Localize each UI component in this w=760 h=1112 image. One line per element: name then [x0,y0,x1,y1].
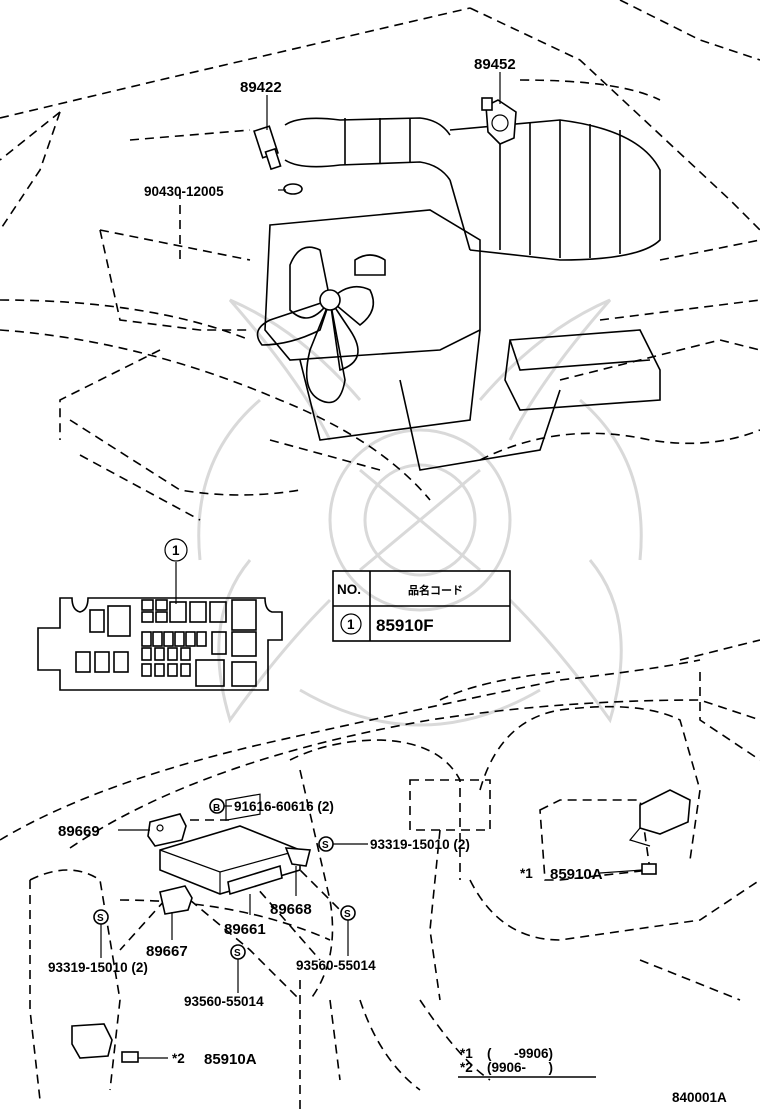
engine-leaders [266,72,501,191]
relay-85910A-upper [628,789,691,875]
mark-star-1: *1 [520,866,533,881]
air-cleaner [449,119,661,261]
washer-90430 [283,183,303,195]
svg-text:S: S [344,909,351,920]
footnote-row2-range: (9906- ) [487,1060,553,1075]
sensor-89422 [253,125,282,171]
svg-text:S: S [322,840,329,851]
label-89668: 89668 [270,901,312,918]
fuse-callout-1: 1 [164,538,188,562]
footnote-row1-mark: *1 [460,1046,473,1061]
label-85910A-upper: 85910A [550,866,603,883]
svg-text:S: S [234,948,241,959]
table-header-code: 品名コード [408,583,463,597]
label-93560-55014-right: 93560-55014 [296,958,376,973]
svg-text:B: B [213,803,220,814]
label-89669: 89669 [58,823,100,840]
fuse-box [37,562,283,691]
screw-letter-s-icon-center: S [230,944,246,960]
label-91616-60616: 91616-60616 (2) [234,799,334,814]
table-row-no: 1 [347,617,355,632]
bracket-89669 [147,813,187,847]
sensor-89452 [481,97,517,145]
table-row-code: 85910F [376,616,434,635]
screw-letter-s-icon-left: S [93,909,109,925]
dashboard-leaders [100,805,643,1059]
label-89661: 89661 [224,921,266,938]
engine-bay-illustration [0,0,760,521]
label-93319-15010-right: 93319-15010 (2) [370,837,470,852]
screw-letter-s-icon-right: S [340,905,356,921]
relay-85910A-lower [71,1023,139,1063]
svg-text:S: S [97,913,104,924]
bracket-89668 [284,847,312,867]
figure-id: 840001A [672,1090,727,1105]
screw-letter-s-icon-upper-right: S [318,836,334,852]
footnote-row2-mark: *2 [460,1060,473,1075]
footnote-legend: *1 ( -9906) *2 (9906- ) [458,1046,596,1078]
ecu-89661 [159,793,301,896]
label-93560-55014-left: 93560-55014 [184,994,264,1009]
label-89452: 89452 [474,56,516,73]
watermark-emblem [197,298,643,727]
label-93319-15010-left: 93319-15010 (2) [48,960,148,975]
part-code-table: NO. 品名コード 1 85910F [332,570,511,642]
dashboard-illustration [0,639,760,1112]
label-89667: 89667 [146,943,188,960]
mark-star-2: *2 [172,1051,185,1066]
label-85910A-lower: 85910A [204,1051,257,1068]
table-header-no: NO. [337,582,361,597]
footnote-row1-range: ( -9906) [487,1046,553,1061]
bracket-89667 [159,885,193,915]
label-90430-12005: 90430-12005 [144,184,224,199]
bolt-letter-b-icon: B [209,798,225,814]
label-89422: 89422 [240,79,282,96]
fuse-callout-number: 1 [172,543,180,558]
